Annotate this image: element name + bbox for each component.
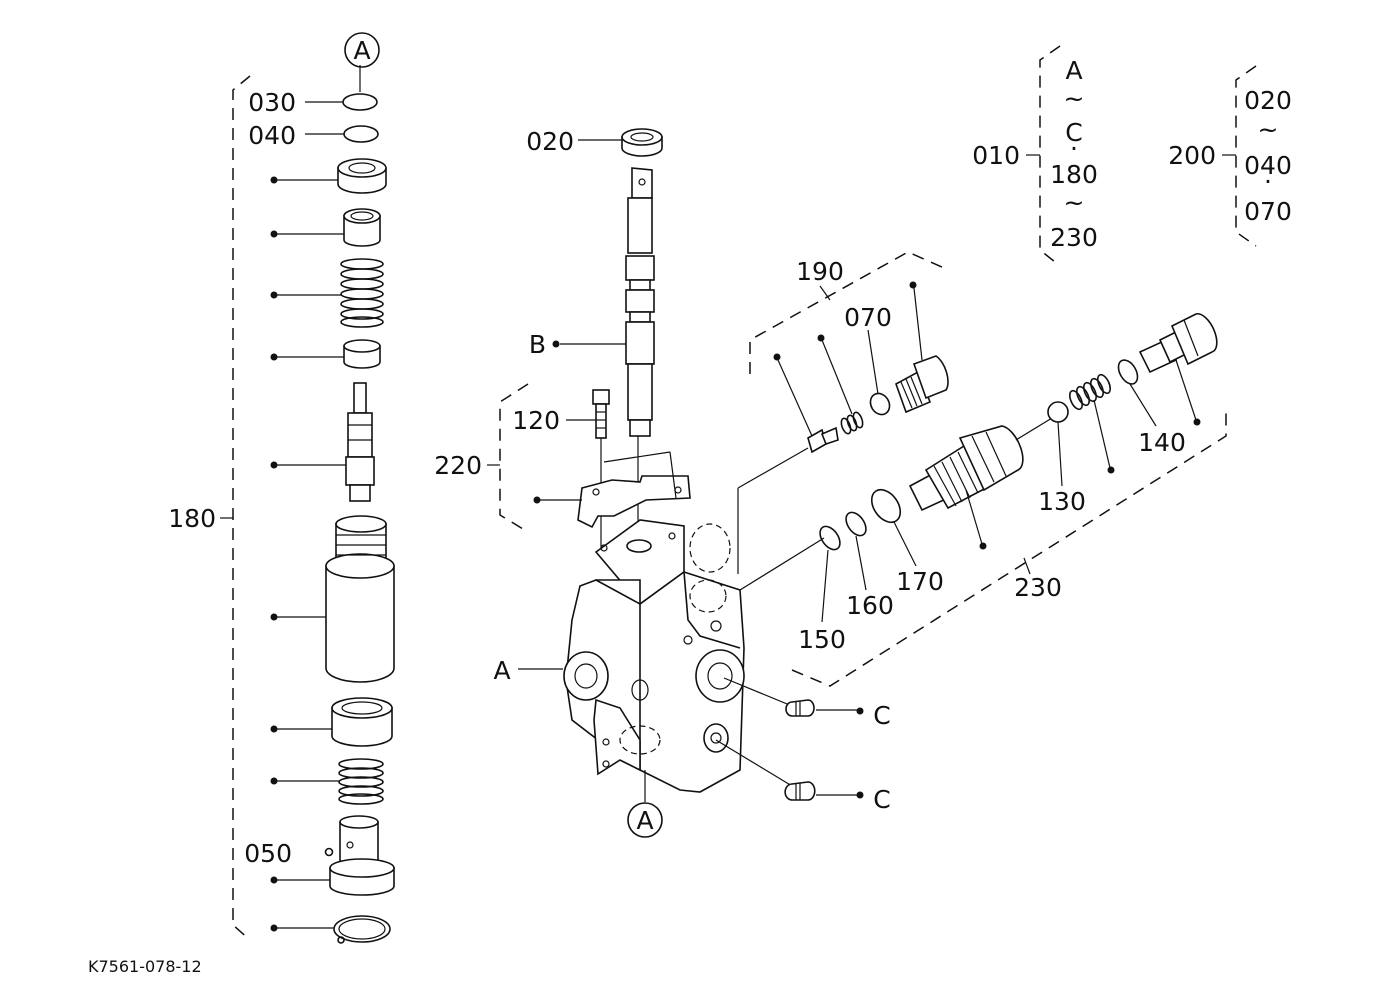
spool-b — [625, 167, 655, 552]
label-230: 230 — [1014, 573, 1062, 602]
poppet — [807, 426, 839, 454]
legend-010-item-6: ~ — [1064, 188, 1085, 217]
o-ring-030 — [342, 93, 378, 111]
legend-010-item-5: 180 — [1050, 160, 1098, 189]
label-c-lower: C — [873, 785, 890, 814]
valve-body — [563, 519, 745, 793]
o-ring-070 — [869, 392, 891, 416]
label-020: 020 — [526, 127, 574, 156]
relief-group-230: 230 150 160 170 — [739, 312, 1227, 687]
label-010: 010 — [972, 141, 1020, 170]
label-120: 120 — [512, 406, 560, 435]
plug-c-upper: C — [723, 677, 891, 730]
label-170: 170 — [896, 567, 944, 596]
label-200: 200 — [1168, 141, 1216, 170]
label-a-left: A — [493, 656, 510, 685]
relief-spring — [1069, 373, 1111, 411]
label-a-bottom: A — [636, 806, 653, 835]
legend-200: 200 020 ~ 040 · 070 — [1168, 65, 1292, 247]
figure-code: K7561-078-12 — [88, 957, 202, 976]
lower-spring — [338, 758, 384, 805]
o-ring-170 — [870, 488, 902, 524]
valve-body-group: 020 B 120 — [434, 127, 891, 838]
spool-cap — [325, 515, 395, 683]
adjusting-screw — [1138, 312, 1218, 374]
bracket-190 — [749, 251, 945, 374]
label-070: 070 — [844, 303, 892, 332]
relief-cartridge — [908, 417, 1053, 512]
legend-010: 010 A ~ C · 180 ~ 230 — [972, 45, 1098, 267]
legend-200-item-2: ~ — [1258, 115, 1279, 144]
label-a-top: A — [353, 36, 370, 65]
legend-010-item-7: 230 — [1050, 223, 1098, 252]
lever-bracket — [577, 451, 691, 529]
spool-stack-group: A 180 030 040 — [168, 32, 395, 944]
bolt-120 — [592, 389, 610, 548]
plug-c-lower: C — [715, 739, 891, 814]
backup-ring-040 — [343, 125, 379, 143]
ball-130 — [1047, 401, 1069, 423]
bracket-220 — [499, 383, 529, 533]
o-ring-160 — [845, 511, 867, 537]
ref-circle-a-top — [344, 32, 380, 68]
steel-ball-050 — [324, 847, 334, 857]
label-030: 030 — [248, 88, 296, 117]
label-c-upper: C — [873, 701, 890, 730]
label-140: 140 — [1138, 428, 1186, 457]
bushing — [343, 215, 381, 247]
legend-010-item-3: C — [1065, 118, 1082, 147]
bracket-200 — [1235, 65, 1257, 247]
bracket-230 — [791, 410, 1227, 687]
legend-200-item-4: · — [1264, 167, 1272, 196]
label-180: 180 — [168, 504, 216, 533]
legend-200-item-5: 070 — [1244, 197, 1292, 226]
label-b: B — [529, 330, 546, 359]
backup-ring-150 — [819, 525, 841, 551]
legend-010-item-1: A — [1065, 56, 1082, 85]
legend-010-item-4: · — [1070, 134, 1078, 163]
label-160: 160 — [846, 591, 894, 620]
legend-200-item-1: 020 — [1244, 86, 1292, 115]
legend-010-item-2: ~ — [1064, 84, 1085, 113]
lower-retainer — [329, 815, 395, 896]
label-220: 220 — [434, 451, 482, 480]
upper-spring — [340, 258, 384, 328]
legend-200-item-3: 040 — [1244, 151, 1292, 180]
bracket-180 — [232, 75, 251, 941]
spool-stem — [345, 382, 375, 502]
ref-circle-a-bottom — [627, 802, 663, 838]
label-190: 190 — [796, 257, 844, 286]
label-040: 040 — [248, 121, 296, 150]
bracket-010 — [1039, 45, 1061, 267]
o-ring-140 — [1117, 359, 1139, 385]
label-150: 150 — [798, 625, 846, 654]
small-spring — [840, 411, 864, 435]
label-050: 050 — [244, 839, 292, 868]
relief-plug — [895, 355, 949, 414]
snap-ring — [333, 915, 391, 944]
label-130: 130 — [1038, 487, 1086, 516]
relief-group-190: 190 070 — [737, 251, 949, 574]
